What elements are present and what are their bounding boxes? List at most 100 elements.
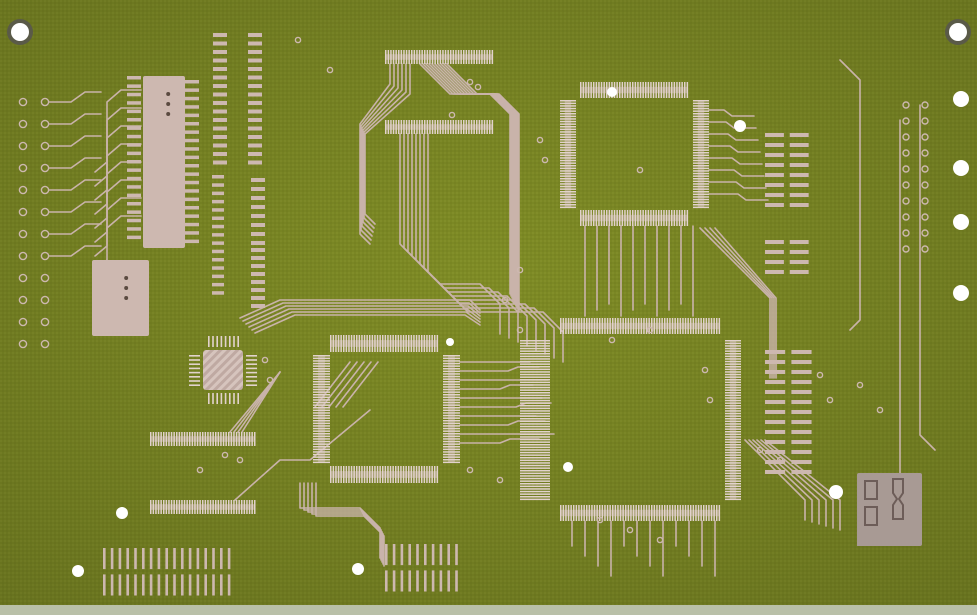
via	[221, 451, 229, 459]
via	[516, 266, 524, 274]
copper-pads	[127, 33, 265, 308]
drill-hole	[607, 87, 617, 97]
via	[40, 273, 50, 283]
via	[776, 456, 784, 464]
via	[40, 97, 50, 107]
via	[196, 466, 204, 474]
via	[236, 456, 244, 464]
via	[266, 376, 274, 384]
via	[876, 406, 884, 414]
drill-hole	[116, 507, 128, 519]
via	[448, 111, 456, 119]
footprint-bga-right-column	[520, 340, 550, 501]
via	[626, 526, 634, 534]
drill-hole	[734, 120, 746, 132]
via	[40, 317, 50, 327]
via	[902, 213, 910, 221]
via	[40, 295, 50, 305]
via	[18, 229, 28, 239]
footprint-qfp-top	[330, 335, 439, 352]
drill-holes	[7, 19, 971, 577]
via	[18, 317, 28, 327]
via	[466, 78, 474, 86]
via	[902, 149, 910, 157]
footprint-qfp-bottom	[580, 210, 689, 226]
via	[902, 181, 910, 189]
footprint-connector-pins	[385, 544, 458, 592]
footprint-tsop-bottom	[150, 500, 256, 514]
via	[902, 165, 910, 173]
via	[921, 101, 929, 109]
board-bottom-edge	[0, 605, 977, 615]
footprint-qfp-right	[693, 100, 709, 209]
drill-hole	[953, 214, 969, 230]
footprint-qfp-top	[560, 318, 721, 334]
via	[18, 163, 28, 173]
footprint-qfp-top	[385, 50, 494, 64]
via	[40, 185, 50, 195]
via	[18, 97, 28, 107]
via	[18, 251, 28, 261]
via	[18, 273, 28, 283]
via	[18, 185, 28, 195]
drill-hole	[446, 338, 454, 346]
footprint-power-pad	[92, 260, 149, 336]
footprint-tsop-top	[150, 432, 256, 446]
via	[18, 141, 28, 151]
signal-traces	[48, 59, 936, 577]
via	[596, 516, 604, 524]
via	[501, 296, 509, 304]
via	[18, 339, 28, 349]
footprint-qfp-top	[580, 82, 689, 98]
via	[856, 381, 864, 389]
via	[40, 339, 50, 349]
via	[706, 396, 714, 404]
via	[516, 326, 524, 334]
footprint-resistor-array	[765, 240, 809, 274]
via	[18, 295, 28, 305]
via	[701, 366, 709, 374]
via	[902, 229, 910, 237]
via	[608, 336, 616, 344]
drill-hole	[953, 160, 969, 176]
footprint-qfp-right	[725, 340, 741, 501]
via	[921, 197, 929, 205]
via	[656, 536, 664, 544]
via	[921, 229, 929, 237]
via	[921, 213, 929, 221]
vias	[18, 36, 929, 544]
via	[902, 133, 910, 141]
mounting-hole	[949, 23, 967, 41]
drill-hole	[953, 91, 969, 107]
via	[646, 326, 654, 334]
via	[40, 163, 50, 173]
via	[40, 229, 50, 239]
via	[536, 136, 544, 144]
footprint-qfp-bottom	[385, 120, 494, 134]
via	[756, 446, 764, 454]
via	[902, 101, 910, 109]
footprint-qfp-bottom	[330, 466, 439, 483]
via	[326, 66, 334, 74]
footprint-qfp-right	[443, 355, 460, 464]
via	[921, 181, 929, 189]
via	[921, 133, 929, 141]
footprint-connector-pins	[103, 548, 231, 596]
via	[541, 156, 549, 164]
via	[294, 36, 302, 44]
footprint-resistor-array	[765, 350, 812, 474]
via	[902, 117, 910, 125]
via	[816, 371, 824, 379]
footprint-large-pad	[143, 76, 185, 248]
via	[40, 251, 50, 261]
footprint-qfp-left	[560, 100, 576, 209]
via	[261, 356, 269, 364]
drill-hole	[352, 563, 364, 575]
via	[902, 197, 910, 205]
footprint-qfp-left	[313, 355, 330, 464]
footprint-qfn	[189, 336, 257, 404]
via	[40, 141, 50, 151]
via	[466, 466, 474, 474]
footprint-resistor-array	[765, 133, 809, 207]
